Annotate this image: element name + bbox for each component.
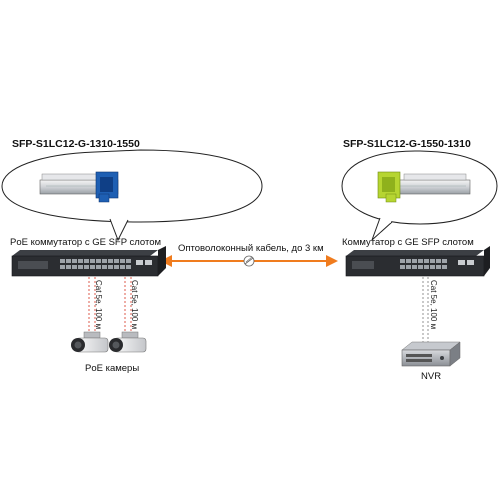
right-switch-label: Коммутатор с GE SFP слотом <box>342 237 474 248</box>
left-sfp-module <box>39 171 119 203</box>
right-cable-label: Cat 5e, 100 м <box>429 280 438 330</box>
right-sfp-module <box>377 171 471 203</box>
left-cable-label-1: Cat 5e, 100 м <box>94 280 103 330</box>
fiber-link-label: Оптоволоконный кабель, до 3 км <box>178 243 324 254</box>
left-switch-label: PoE коммутатор с GE SFP слотом <box>10 237 162 248</box>
fiber-link <box>160 255 338 267</box>
camera-right <box>109 331 147 353</box>
left-cable-label-2: Cat 5e, 100 м <box>130 280 139 330</box>
right-sfp-bubble <box>341 150 498 241</box>
left-cables <box>88 277 132 336</box>
right-cable <box>422 277 429 342</box>
camera-left <box>71 331 109 353</box>
right-switch <box>345 246 490 277</box>
cameras-label: PoE камеры <box>85 363 140 374</box>
nvr-unit <box>401 341 461 367</box>
left-poe-switch <box>11 246 166 277</box>
left-sfp-model: SFP-S1LC12-G-1310-1550 <box>12 138 140 150</box>
left-sfp-bubble <box>1 149 263 242</box>
nvr-label: NVR <box>421 371 442 382</box>
right-sfp-model: SFP-S1LC12-G-1550-1310 <box>343 138 471 150</box>
